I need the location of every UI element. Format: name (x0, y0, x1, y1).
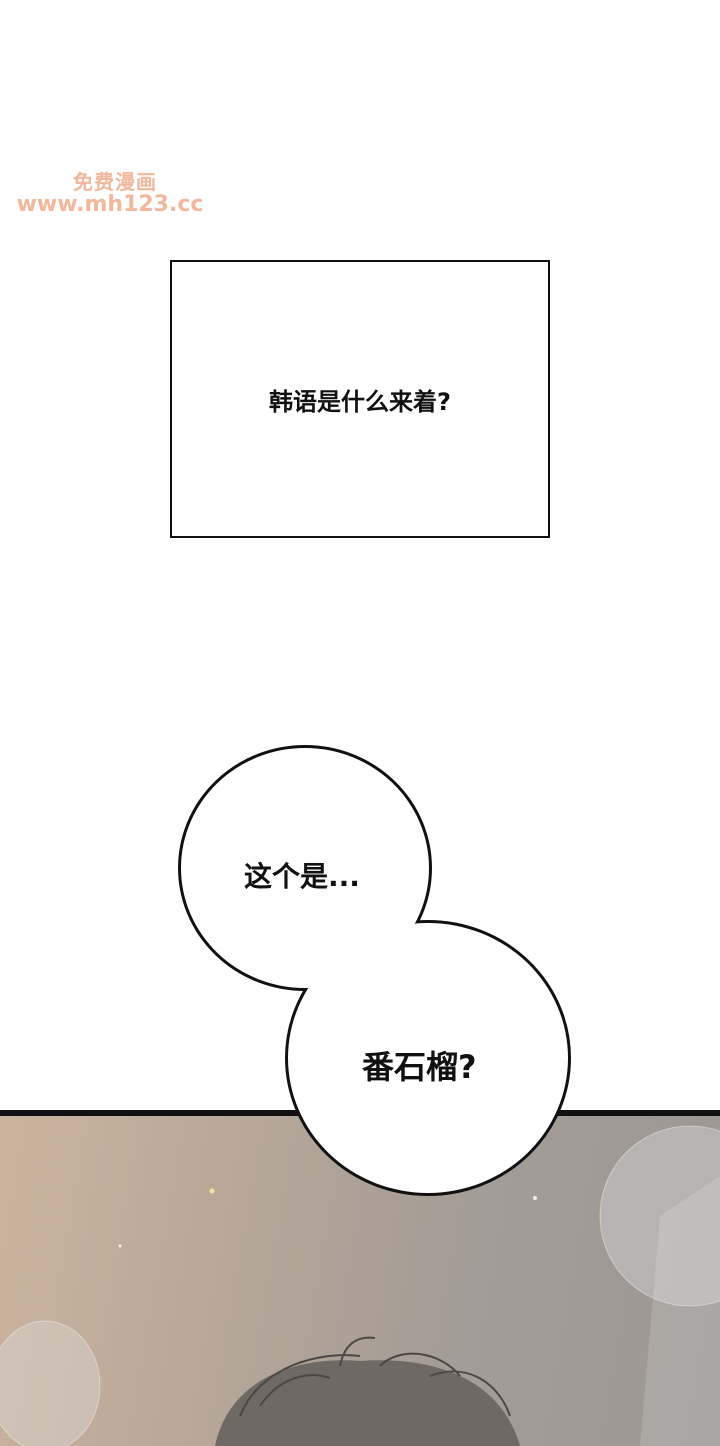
light-beam (640, 1176, 720, 1446)
watermark: 免费漫画 www.mh123.cc (0, 170, 220, 217)
sparkle (209, 1188, 215, 1194)
bubble-orb (0, 1320, 101, 1446)
bubble-orb (599, 1125, 720, 1307)
sparkle (533, 1196, 537, 1200)
character-hair (215, 1336, 520, 1446)
watermark-url: www.mh123.cc (16, 192, 204, 217)
watermark-chinese: 免费漫画 (73, 170, 157, 194)
sparkle (118, 1244, 122, 1248)
caption-text: 韩语是什么来着? (269, 387, 451, 416)
scene-art (0, 1125, 720, 1446)
speech-bubble-1-text: 这个是... (244, 860, 360, 893)
caption-box: 韩语是什么来着? (170, 260, 550, 538)
speech-bubble-2-text: 番石榴? (362, 1048, 477, 1086)
